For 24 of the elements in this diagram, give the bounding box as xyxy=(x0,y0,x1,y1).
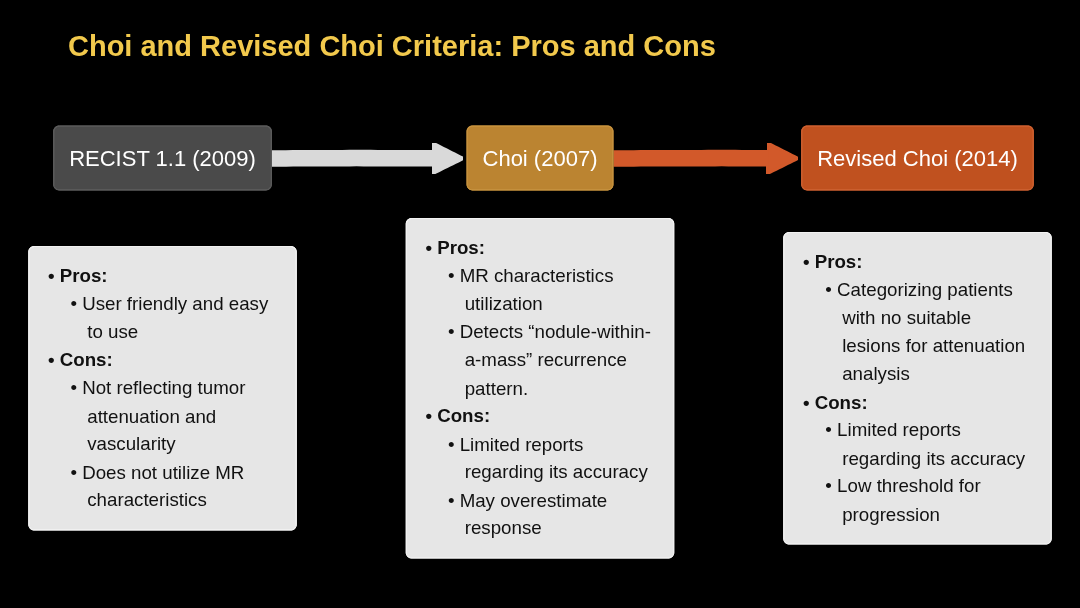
title: Choi and Revised Choi Criteria: Pros and Cons xyxy=(68,30,716,63)
bullet-item: • Not reflecting tumor attenuation and vascularity xyxy=(70,376,247,457)
section-heading: • Pros: xyxy=(802,250,864,275)
criteria-header-box: RECIST 1.1 (2009) xyxy=(53,125,272,191)
criteria-header-box: Revised Choi (2014) xyxy=(801,125,1034,191)
pros-cons-card xyxy=(783,231,1052,545)
bullet-item: • May overestimate response xyxy=(447,488,609,541)
pros-cons-card xyxy=(405,217,675,559)
bullet-item: • Limited reports regarding its accuracy xyxy=(825,418,1027,471)
bullet-item: • MR characteristics utilization xyxy=(447,264,615,317)
bullet-item: • User friendly and easy to use xyxy=(70,292,270,345)
bullet-item: • Low threshold for progression xyxy=(825,474,982,527)
bullet-item: • Categorizing patients with no suitable lesions for attenuation analysis xyxy=(825,278,1027,387)
bullet-item: • Limited reports regarding its accuracy xyxy=(447,432,649,485)
section-heading: • Cons: xyxy=(802,390,869,415)
section-heading: • Cons: xyxy=(425,404,492,429)
section-heading: • Cons: xyxy=(47,348,114,373)
bullet-item: • Does not utilize MR characteristics xyxy=(70,460,246,513)
criteria-header-box: Choi (2007) xyxy=(466,125,614,191)
pros-cons-card xyxy=(28,246,297,531)
section-heading: • Pros: xyxy=(47,264,109,289)
section-heading: • Pros: xyxy=(425,236,486,261)
bullet-item: • Detects “nodule-within-a-mass” recurrence pattern. xyxy=(447,320,652,401)
block-arrow xyxy=(612,141,800,176)
